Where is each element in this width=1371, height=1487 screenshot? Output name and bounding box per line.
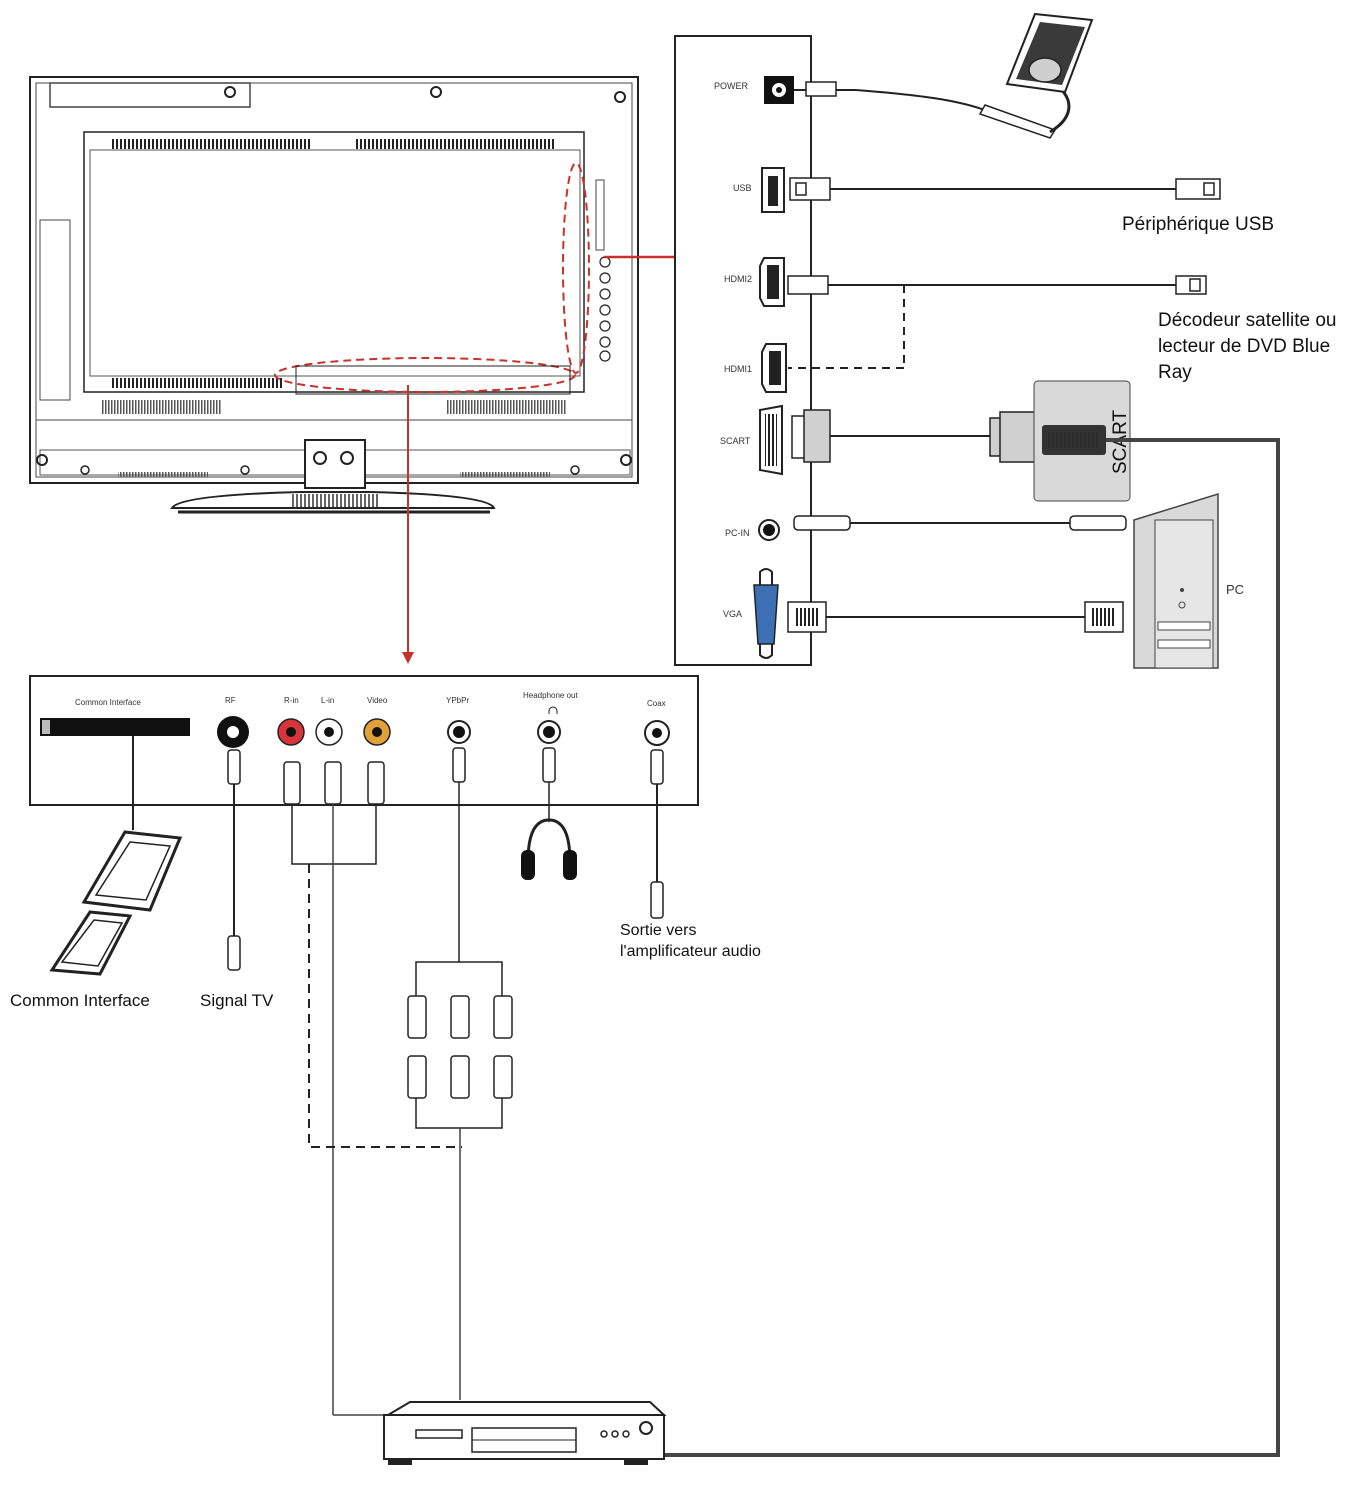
vga-port-label: VGA — [723, 609, 742, 619]
usb-cable — [789, 177, 1221, 201]
amplifier-label-line1: Sortie vers — [620, 922, 696, 939]
scart-cable — [791, 409, 1037, 463]
coax-port-label: Coax — [647, 699, 666, 708]
l-in-port-label: L-in — [321, 696, 334, 705]
coax-cable — [650, 749, 664, 919]
headphone-port-label: Headphone out — [523, 691, 578, 700]
scart-adapter-device: SCART — [1033, 380, 1131, 502]
component-ypbpr-cable — [407, 747, 513, 1400]
composite-av-cable — [283, 761, 462, 1416]
pc-in-port-label: PC-IN — [725, 528, 750, 538]
decoder-label-line2: lecteur de DVD Blue — [1158, 336, 1330, 357]
amplifier-label-line2: l'amplificateur audio — [620, 943, 761, 960]
decoder-label-line3: Ray — [1158, 362, 1192, 383]
pc-audio-cable — [793, 515, 1127, 531]
common-interface-card-icon — [49, 736, 183, 976]
headphones-icon — [521, 747, 577, 880]
common-interface-port-label: Common Interface — [75, 698, 141, 707]
power-port-label: POWER — [714, 81, 749, 91]
r-in-port-label: R-in — [284, 696, 299, 705]
hdmi-cable — [787, 275, 1207, 369]
ypbpr-port-label: YPbPr — [446, 696, 469, 705]
tv-back-view — [29, 76, 732, 664]
wall-socket-icon — [1005, 12, 1094, 94]
bottom-connector-panel: Common Interface RF R-in L-in Video YPbP… — [29, 675, 699, 806]
usb-device-label: Périphérique USB — [1122, 214, 1274, 235]
video-port-label: Video — [367, 696, 388, 705]
rf-port-label: RF — [225, 696, 236, 705]
side-connector-panel: POWER USB HDMI2 HDMI1 SCART PC-IN VGA — [674, 35, 812, 666]
decoder-label-line1: Décodeur satellite ou — [1158, 310, 1337, 331]
power-cable — [794, 78, 1071, 139]
usb-port-label: USB — [733, 183, 752, 193]
hdmi1-port-label: HDMI1 — [724, 364, 752, 374]
vga-cable — [787, 601, 1124, 633]
pc-label: PC — [1226, 582, 1244, 597]
headphone-icon — [548, 706, 558, 714]
common-interface-label: Common Interface — [10, 991, 150, 1010]
dvd-player-icon — [383, 1401, 667, 1465]
rf-cable — [227, 749, 241, 971]
signal-tv-label: Signal TV — [200, 991, 274, 1010]
hdmi2-port-label: HDMI2 — [724, 274, 752, 284]
pc-tower-icon — [1133, 492, 1219, 669]
scart-port-label: SCART — [720, 436, 751, 446]
scart-to-dvd-cable — [660, 438, 1280, 1457]
